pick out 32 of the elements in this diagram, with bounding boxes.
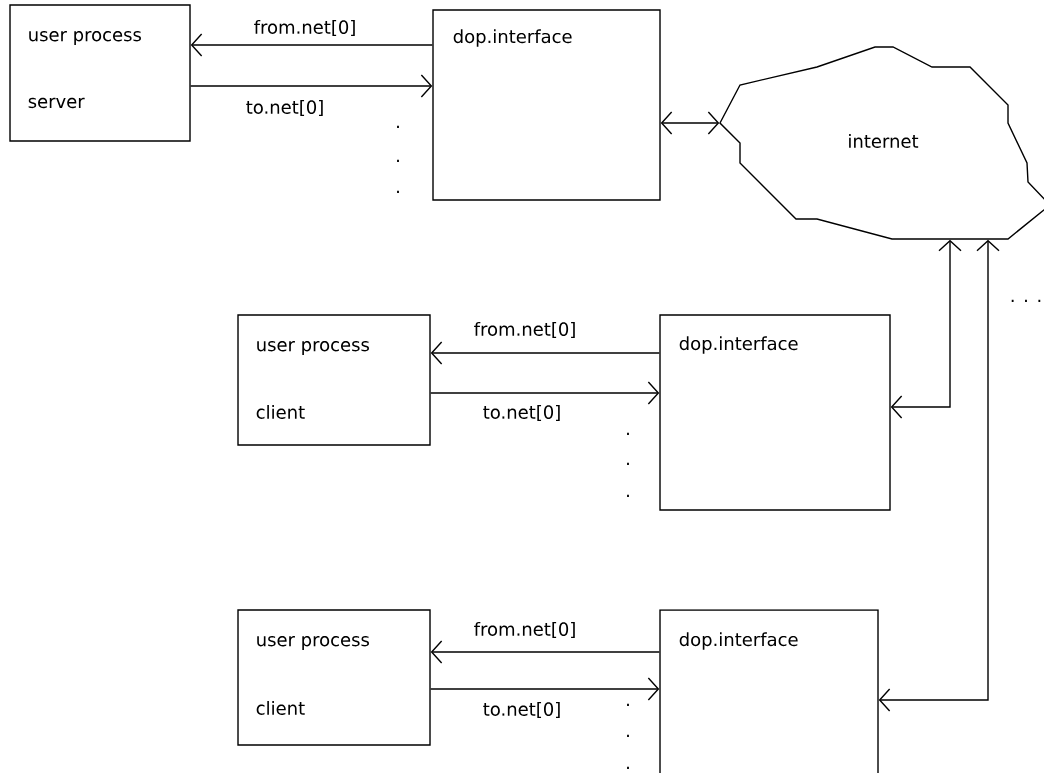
edge-label: to.net[0] — [481, 403, 563, 422]
ellipsis-dot: . — [627, 766, 629, 769]
interface-box: dop.interface — [432, 9, 661, 201]
edge-label: from.net[0] — [472, 620, 578, 639]
process-box: user process client — [237, 314, 431, 446]
ellipsis-dot: . — [627, 462, 629, 465]
ellipsis-dot: . — [627, 734, 629, 737]
arrow — [190, 33, 433, 57]
ellipsis-dot: . — [627, 703, 629, 706]
ellipsis-dot: . — [627, 432, 629, 435]
ellipsis-dot: . . . — [1011, 299, 1041, 302]
edge-label: to.net[0] — [244, 98, 326, 117]
cloud: internet — [719, 46, 1044, 240]
edge-label: to.net[0] — [481, 700, 563, 719]
ellipsis-dot: . — [397, 125, 399, 128]
edge-label: from.net[0] — [252, 18, 358, 37]
arrow — [190, 74, 433, 98]
arrow — [890, 239, 962, 419]
arrow — [430, 640, 660, 664]
process-box: user process client — [237, 609, 431, 746]
arrow — [430, 381, 660, 405]
interface-box: dop.interface — [659, 609, 879, 773]
arrow — [878, 239, 1000, 712]
process-box: user process server — [9, 4, 191, 142]
edge-label: from.net[0] — [472, 320, 578, 339]
ellipsis-dot: . — [627, 494, 629, 497]
ellipsis-dot: . — [397, 190, 399, 193]
arrow — [430, 341, 660, 365]
arrow — [430, 677, 660, 701]
ellipsis-dot: . — [397, 159, 399, 162]
interface-box: dop.interface — [659, 314, 891, 511]
arrow — [660, 111, 720, 135]
